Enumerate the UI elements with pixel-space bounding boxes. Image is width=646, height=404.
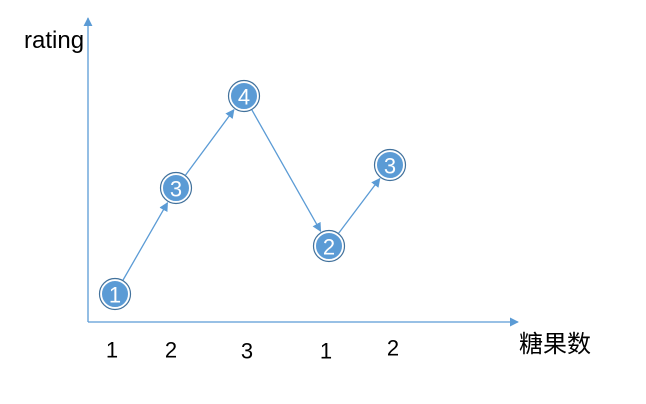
node-5: 3 <box>373 148 407 182</box>
node-rating-label: 1 <box>109 283 121 308</box>
node-circle <box>314 231 344 261</box>
node-1: 1 <box>98 277 132 311</box>
y-axis-label: rating <box>24 27 84 54</box>
node-rating-label: 2 <box>323 235 335 260</box>
node-4: 2 <box>312 229 346 263</box>
node-circle <box>100 279 130 309</box>
edge-group <box>122 108 381 281</box>
x-tick-label: 3 <box>241 339 253 364</box>
node-outline <box>312 229 346 263</box>
edge-arrow-1 <box>122 201 169 281</box>
node-circle <box>161 173 191 203</box>
node-outline <box>159 171 193 205</box>
x-tick-label: 2 <box>165 338 177 363</box>
edge-arrow-3 <box>251 109 322 233</box>
x-tick-group: 1 2 3 1 2 <box>106 336 399 364</box>
node-2: 3 <box>159 171 193 205</box>
x-tick-label: 1 <box>106 338 118 363</box>
node-rating-label: 4 <box>238 85 250 110</box>
node-rating-label: 3 <box>384 154 396 179</box>
node-circle <box>375 150 405 180</box>
x-tick-label: 2 <box>387 336 399 361</box>
x-tick-label: 1 <box>320 339 332 364</box>
x-axis-label: 糖果数 <box>519 331 591 358</box>
node-outline <box>373 148 407 182</box>
node-outline <box>98 277 132 311</box>
edge-arrow-2 <box>184 108 235 176</box>
node-group: 1 3 4 2 3 <box>98 79 407 311</box>
node-rating-label: 3 <box>170 177 182 202</box>
node-outline <box>227 79 261 113</box>
node-3: 4 <box>227 79 261 113</box>
edge-arrow-4 <box>338 177 381 234</box>
node-circle <box>229 81 259 111</box>
